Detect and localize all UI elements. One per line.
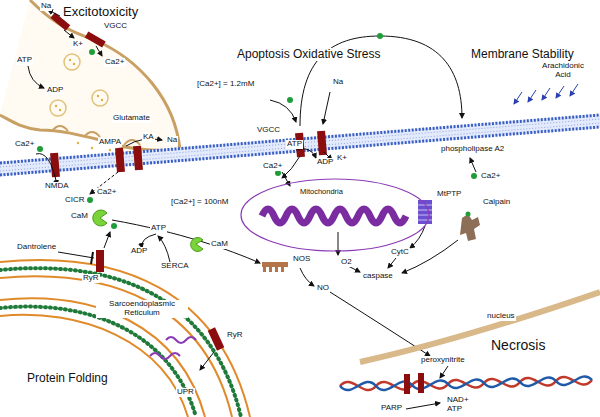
ion-label: Ca2+ — [262, 162, 283, 171]
molecule-label: O2 — [340, 258, 353, 267]
section-title: Excitotoxicity — [62, 5, 139, 19]
channel-label: VGCC — [103, 22, 128, 31]
channel-label: MtPTP — [436, 190, 462, 199]
concentration-label: [Ca2+] = 1.2mM — [196, 80, 255, 89]
ion-label: Ca2+ — [104, 58, 125, 67]
molecule-label: CytC — [390, 248, 410, 257]
molecule-label: ATP — [150, 224, 167, 233]
channel-label: KA — [142, 133, 155, 142]
molecule-label: NO — [316, 284, 330, 293]
molecule-label: ADP — [46, 86, 64, 95]
molecule-label: Arachidonic Acid — [538, 62, 588, 80]
channel-label: NMDA — [44, 182, 70, 191]
enzyme-label: PARP — [380, 404, 403, 413]
ion-label: Ca2+ — [14, 140, 35, 149]
organelle-label: nucleus — [486, 312, 516, 321]
channel-label: RyR — [226, 331, 244, 340]
channel-label: RyR — [82, 274, 100, 283]
mitochondrion-outline: Mitochondria — [240, 178, 430, 252]
concentration-label: [Ca2+] = 100nM — [170, 198, 229, 207]
section-title: Protein Folding — [26, 372, 109, 385]
ion-label: K+ — [336, 154, 348, 163]
enzyme-label: phospholipase A2 — [440, 145, 505, 154]
process-label: UPR — [176, 388, 195, 397]
enzyme-label: NOS — [292, 255, 311, 264]
section-title: Necrosis — [490, 338, 546, 353]
molecule-label: ATP — [446, 405, 463, 414]
molecule-label: ADP — [130, 247, 148, 256]
ion-label: Na — [332, 78, 344, 87]
molecule-label: ATP — [286, 140, 303, 149]
process-label: CICR — [64, 196, 86, 205]
ion-label: Ca2+ — [96, 188, 117, 197]
organelle-label: Sarcoendoplasmic Reticulum — [96, 300, 188, 318]
drug-label: Dantrolene — [16, 243, 57, 252]
ion-label: Na — [40, 2, 52, 11]
ion-label: K+ — [72, 40, 84, 49]
section-title: Apoptosis Oxidative Stress — [236, 48, 381, 61]
molecule-label: ADP — [316, 158, 334, 167]
channel-label: AMPA — [98, 138, 122, 147]
organelle-label: Mitochondria — [300, 188, 343, 196]
molecule-label: Glutamate — [112, 114, 151, 123]
enzyme-label: Calpain — [482, 198, 511, 207]
protein-label: CaM — [70, 212, 89, 221]
molecule-label: NAD+ — [446, 396, 470, 405]
enzyme-label: caspase — [362, 272, 394, 281]
protein-label: CaM — [210, 240, 229, 249]
channel-label: VGCC — [256, 126, 281, 135]
ion-label: Na — [166, 136, 178, 145]
molecule-label: ATP — [16, 56, 33, 65]
section-title: Membrane Stability — [470, 48, 575, 61]
pump-label: SERCA — [160, 262, 190, 271]
molecule-label: peroxynitrite — [420, 356, 466, 365]
ion-label: Ca2+ — [480, 172, 501, 181]
